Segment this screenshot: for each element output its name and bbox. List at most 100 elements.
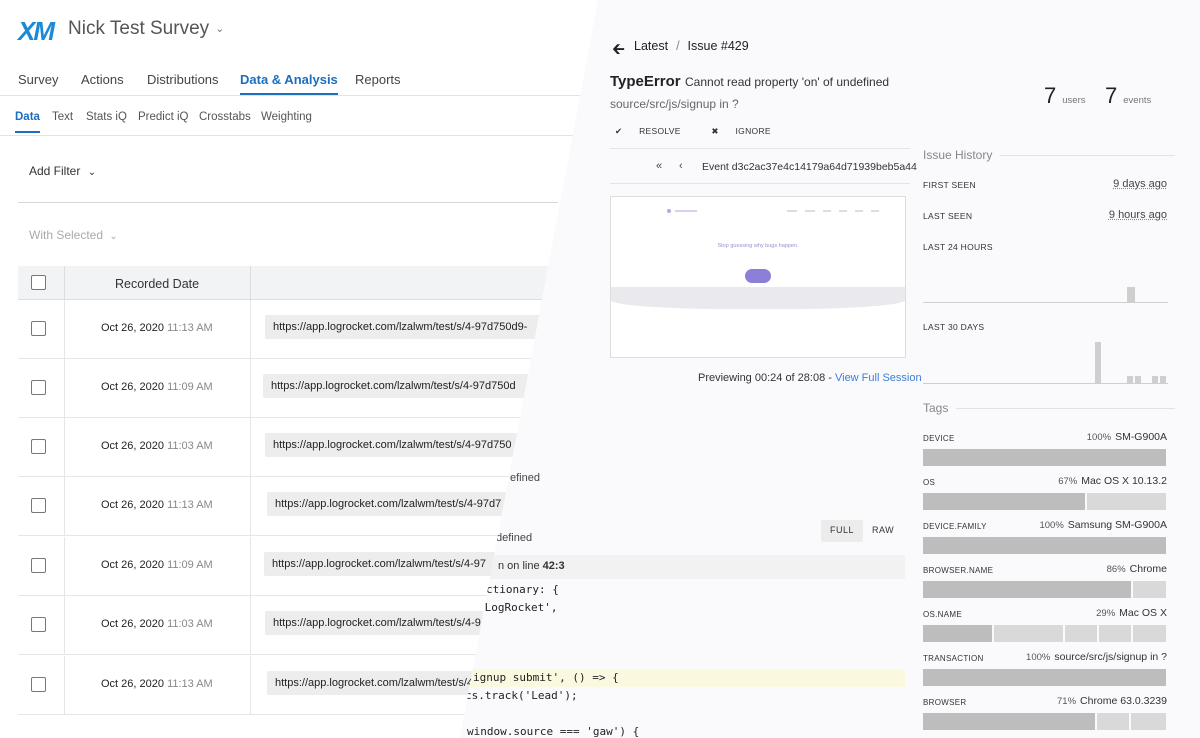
add-filter-button[interactable]: Add Filter ⌄ <box>29 164 96 178</box>
divider <box>250 418 251 477</box>
tag-value: 29%Mac OS X <box>1096 607 1167 619</box>
recorded-date: Oct 26, 2020 11:13 AM <box>101 322 213 334</box>
histogram-bar <box>1151 376 1158 384</box>
code-line: window.source === 'gaw') { <box>467 725 640 738</box>
histogram-bar <box>1135 376 1142 384</box>
last-30-days-histogram <box>923 338 1168 384</box>
tag-distribution-bar[interactable] <box>923 581 1166 598</box>
preview-time: Previewing 00:24 of 28:08 - <box>698 372 835 384</box>
tag-distribution-bar[interactable] <box>923 537 1166 554</box>
prev-event-icon[interactable]: ‹ <box>679 160 683 172</box>
full-toggle[interactable]: FULL <box>821 520 864 542</box>
row-checkbox[interactable] <box>31 677 46 692</box>
date-text: Oct 26, 2020 <box>101 381 164 393</box>
event-id: Event d3c2ac37e4c14179a64d71939beb5a44 <box>702 161 917 173</box>
date-text: Oct 26, 2020 <box>101 618 164 630</box>
row-checkbox[interactable] <box>31 321 46 336</box>
tag-distribution-bar[interactable] <box>923 625 1166 642</box>
code-location-prefix: n on line <box>498 560 543 572</box>
session-preview[interactable]: Stop guessing why bugs happen. <box>610 196 906 358</box>
tag-value: 100%source/src/js/signup in ? <box>1026 651 1167 663</box>
tag-segment <box>1095 713 1130 730</box>
first-event-icon[interactable]: « <box>656 160 663 172</box>
tab-actions[interactable]: Actions <box>81 72 124 87</box>
view-full-session-link[interactable]: View Full Session <box>834 372 922 384</box>
divider <box>250 537 251 596</box>
check-icon: ✔ <box>615 126 623 136</box>
tag-percent: 100% <box>1026 652 1051 663</box>
with-selected-dropdown[interactable]: With Selected ⌄ <box>29 228 118 242</box>
main-tabs: Survey Actions Distributions Data & Anal… <box>0 60 620 96</box>
close-icon: ✖ <box>711 126 719 136</box>
tab-reports[interactable]: Reports <box>355 72 401 87</box>
row-checkbox[interactable] <box>31 439 46 454</box>
tag-distribution-bar[interactable] <box>923 713 1166 730</box>
subtab-weighting[interactable]: Weighting <box>261 111 312 123</box>
tag-distribution-bar[interactable] <box>923 669 1166 686</box>
error-source: source/src/js/signup in ? <box>610 97 739 111</box>
ignore-button[interactable]: ✖ IGNORE <box>711 126 784 136</box>
histogram-bar <box>1094 342 1101 384</box>
row-checkbox[interactable] <box>31 380 46 395</box>
tag-distribution-bar[interactable] <box>923 493 1166 510</box>
tag-percent: 86% <box>1106 564 1126 575</box>
tag-segment-gap <box>1096 625 1099 642</box>
events-number: 7 <box>1105 83 1118 108</box>
tag-segment <box>923 669 1166 686</box>
issue-actions: ✔ RESOLVE ✖ IGNORE <box>615 126 799 137</box>
resolve-button[interactable]: ✔ RESOLVE <box>615 126 695 136</box>
divider <box>250 266 251 300</box>
divider <box>250 359 251 418</box>
row-checkbox[interactable] <box>31 558 46 573</box>
divider <box>64 300 65 359</box>
tag-key: BROWSER <box>923 698 967 707</box>
back-arrow-icon[interactable]: 🡰 <box>612 41 625 58</box>
last-seen-label: LAST SEEN <box>923 211 973 221</box>
code-line: LogRocket', <box>478 601 558 614</box>
tab-data-analysis[interactable]: Data & Analysis <box>240 72 338 95</box>
subtab-predict-iq[interactable]: Predict iQ <box>138 111 189 123</box>
recorded-date: Oct 26, 2020 11:03 AM <box>101 440 213 452</box>
divider <box>64 656 65 715</box>
select-all-checkbox[interactable] <box>31 275 46 290</box>
divider <box>250 477 251 536</box>
session-url[interactable]: https://app.logrocket.com/lzalwm/test/s/… <box>265 315 585 339</box>
users-label: users <box>1062 95 1086 106</box>
subtab-stats-iq[interactable]: Stats iQ <box>86 111 127 123</box>
with-selected-label: With Selected <box>29 228 104 242</box>
subtab-text[interactable]: Text <box>52 111 74 123</box>
tag-distribution-bar[interactable] <box>923 449 1166 466</box>
tag-key: TRANSACTION <box>923 654 984 663</box>
tag-percent: 29% <box>1096 608 1116 619</box>
row-checkbox[interactable] <box>31 498 46 513</box>
date-text: Oct 26, 2020 <box>101 499 164 511</box>
recorded-date-header[interactable]: Recorded Date <box>115 277 200 291</box>
raw-toggle[interactable]: RAW <box>872 525 895 535</box>
divider <box>250 656 251 715</box>
tag-segment-gap <box>992 625 995 642</box>
divider <box>956 408 1175 409</box>
divider <box>18 202 558 203</box>
recorded-date: Oct 26, 2020 11:03 AM <box>101 618 213 630</box>
table-row: Oct 26, 2020 11:09 AM https://app.logroc… <box>18 359 598 418</box>
tag-value-text: Mac OS X <box>1119 607 1167 619</box>
subtab-crosstabs[interactable]: Crosstabs <box>199 111 251 123</box>
breadcrumb-separator: / <box>676 39 680 53</box>
tag-value: 71%Chrome 63.0.3239 <box>1057 695 1167 707</box>
tag-segment <box>1085 493 1166 510</box>
play-icon[interactable] <box>745 269 771 283</box>
row-checkbox[interactable] <box>31 617 46 632</box>
tab-survey[interactable]: Survey <box>18 72 59 87</box>
tag-segment <box>923 537 1166 554</box>
tab-distributions[interactable]: Distributions <box>147 72 219 87</box>
subtab-data[interactable]: Data <box>15 111 40 133</box>
add-filter-label: Add Filter <box>29 164 81 178</box>
survey-title-dropdown[interactable]: Nick Test Survey⌄ <box>68 18 224 40</box>
session-url[interactable]: https://app.logrocket.com/lzalwm/test/s/… <box>263 374 583 398</box>
breadcrumb-latest[interactable]: Latest <box>634 39 669 53</box>
time-text: 11:09 AM <box>167 559 213 571</box>
date-text: Oct 26, 2020 <box>101 322 164 334</box>
tag-value-text: Samsung SM-G900A <box>1067 519 1167 531</box>
